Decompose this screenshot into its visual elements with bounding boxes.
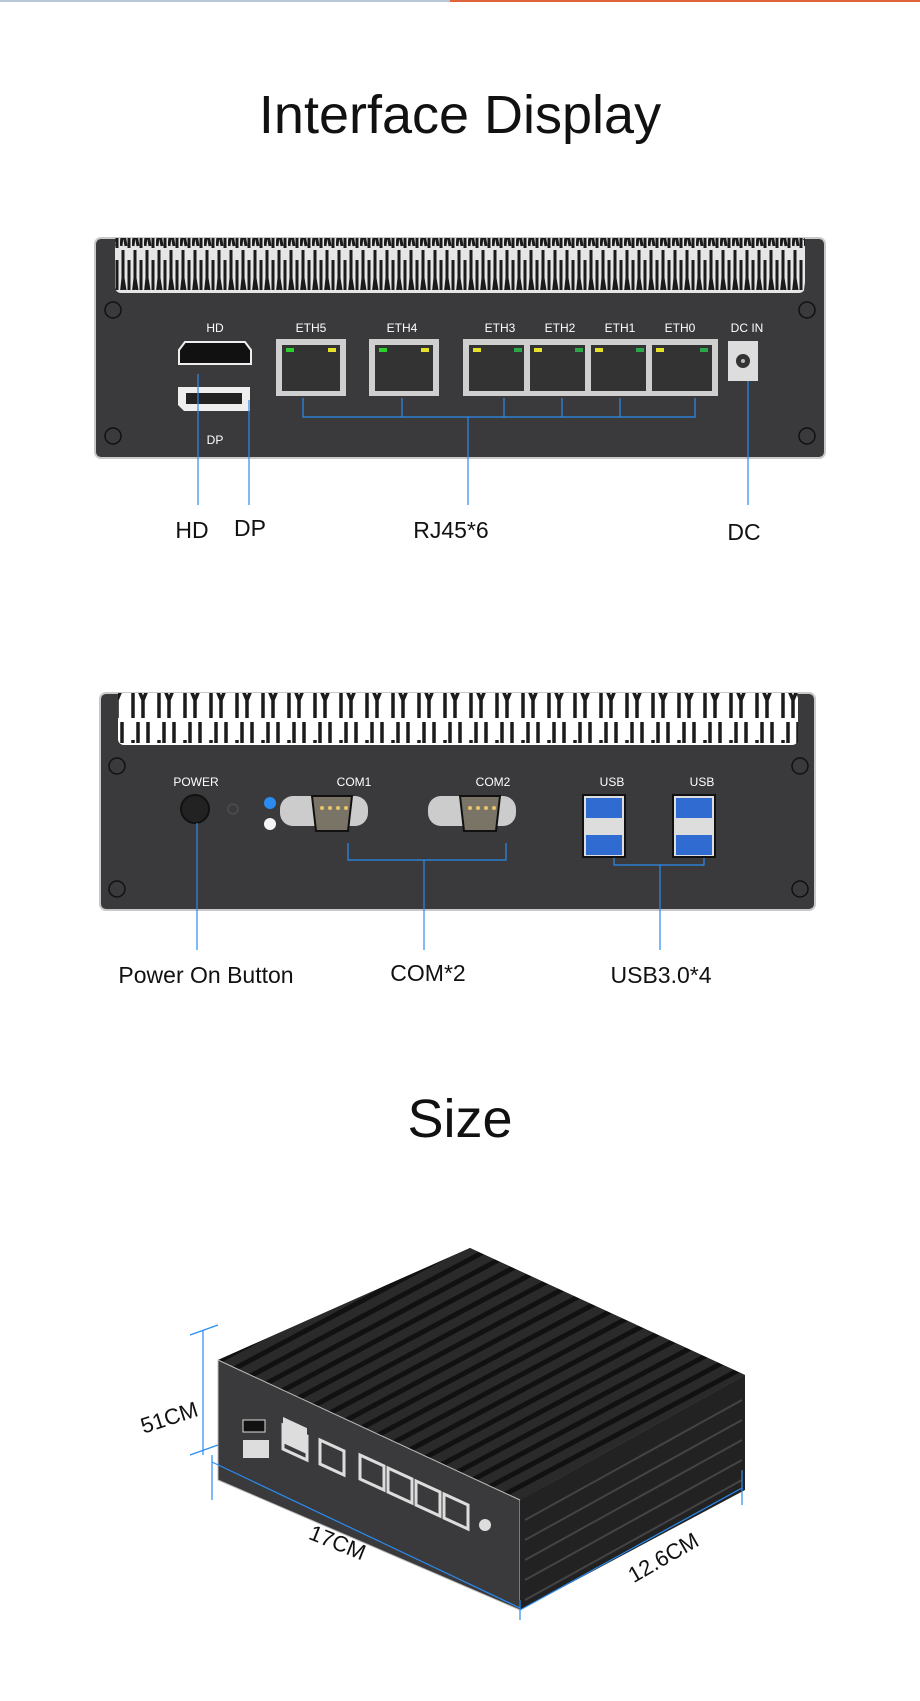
- panel-label-eth5: ETH5: [296, 321, 327, 335]
- panel-label-dcin: DC IN: [731, 321, 764, 335]
- panel-label-eth3: ETH3: [485, 321, 516, 335]
- callout-usb: USB3.0*4: [610, 962, 712, 988]
- panel-label-usb-b: USB: [690, 775, 715, 789]
- callout-power-button: Power On Button: [118, 962, 294, 988]
- top-accent-bar-left: [0, 0, 450, 2]
- rear-panel-1: [94, 237, 826, 505]
- panel-label-eth2: ETH2: [545, 321, 576, 335]
- panel-label-dp: DP: [207, 433, 224, 447]
- callout-dp: DP: [234, 515, 266, 541]
- panel-label-eth4: ETH4: [387, 321, 418, 335]
- panel-label-com1: COM1: [337, 775, 372, 789]
- top-accent-bar-right: [450, 0, 920, 2]
- product-3d-view: [189, 1248, 745, 1620]
- rj45-callout-line: [302, 381, 749, 505]
- callout-com: COM*2: [390, 960, 466, 986]
- panel-label-power: POWER: [173, 775, 219, 789]
- panel-label-com2: COM2: [476, 775, 511, 789]
- rear-panel-2: [99, 692, 816, 950]
- callout-hd: HD: [175, 517, 209, 543]
- panel-label-hd: HD: [206, 321, 224, 335]
- section-title-size: Size: [407, 1089, 513, 1149]
- callout-rj45: RJ45*6: [413, 517, 489, 543]
- section-title-interface: Interface Display: [258, 85, 662, 145]
- callout-dc: DC: [727, 519, 761, 545]
- panel-label-eth1: ETH1: [605, 321, 636, 335]
- panel-label-usb-a: USB: [600, 775, 625, 789]
- panel-label-eth0: ETH0: [665, 321, 696, 335]
